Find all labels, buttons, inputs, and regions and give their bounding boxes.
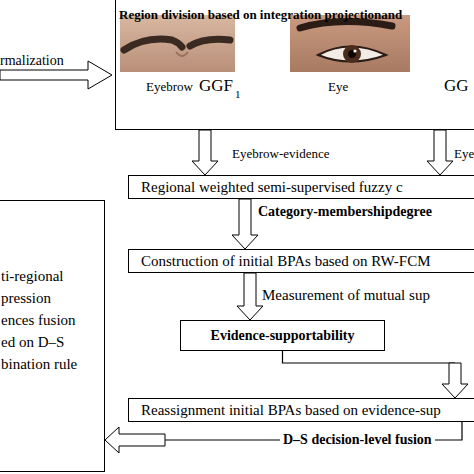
flow-arrow (237, 273, 263, 320)
photo-caption: Eyebrow (146, 79, 193, 95)
node-text: Evidence-supportability (181, 321, 384, 350)
eyebrow-right (190, 39, 230, 46)
process-box: Reassignment initial BPAs based on evide… (128, 398, 474, 422)
eye-photo (290, 15, 410, 72)
edge-label: Category-membershipdegree (258, 204, 432, 220)
feature-subscript: 1 (235, 88, 241, 100)
edge-label: D–S decision-level fusion (280, 432, 435, 448)
result-box: Evidence-supportability (180, 320, 385, 351)
photo-caption: Eye (328, 79, 348, 95)
node-text: Reassignment initial BPAs based on evide… (141, 399, 441, 422)
node-text: Region division based on integration pro… (119, 7, 402, 23)
edge-label: Eyebrow-evidence (232, 146, 329, 162)
eye-iris (343, 45, 361, 63)
process-box: Construction of initial BPAs based on RW… (128, 249, 474, 273)
node-text: ti-regional pression ences fusion ed on … (1, 265, 82, 375)
feature-name: GG (444, 76, 469, 96)
flow-arrow (283, 351, 469, 398)
node-text: Regional weighted semi-supervised fuzzy … (141, 176, 403, 199)
eyebrow-left (124, 39, 182, 50)
connector-line (283, 351, 456, 363)
eye-glint (353, 49, 356, 52)
flow-arrow (427, 130, 453, 175)
region-box: Region division based on integration pro… (115, 0, 474, 130)
process-box: Regional weighted semi-supervised fuzzy … (128, 175, 474, 199)
eyebrow-photo (120, 15, 235, 72)
block-arrow (192, 130, 218, 175)
edge-label: Measurement of mutual sup (262, 287, 430, 304)
eye-brow (300, 21, 392, 28)
block-arrow (442, 363, 468, 398)
eye-pupil (348, 50, 356, 58)
node-text: Construction of initial BPAs based on RW… (141, 250, 430, 273)
edge-label: Eye (454, 146, 474, 162)
block-arrow (237, 273, 263, 320)
flow-arrow (105, 422, 462, 453)
block-arrow (427, 130, 453, 175)
block-arrow (232, 199, 258, 249)
fusion-box: ti-regional pression ences fusion ed on … (0, 200, 105, 472)
feature-name: GGF (199, 76, 233, 96)
brow-furrow (176, 52, 188, 56)
block-arrow (105, 427, 165, 453)
flow-arrow (192, 130, 218, 175)
flow-arrow (232, 199, 258, 249)
input-label: rmalization (0, 53, 64, 69)
